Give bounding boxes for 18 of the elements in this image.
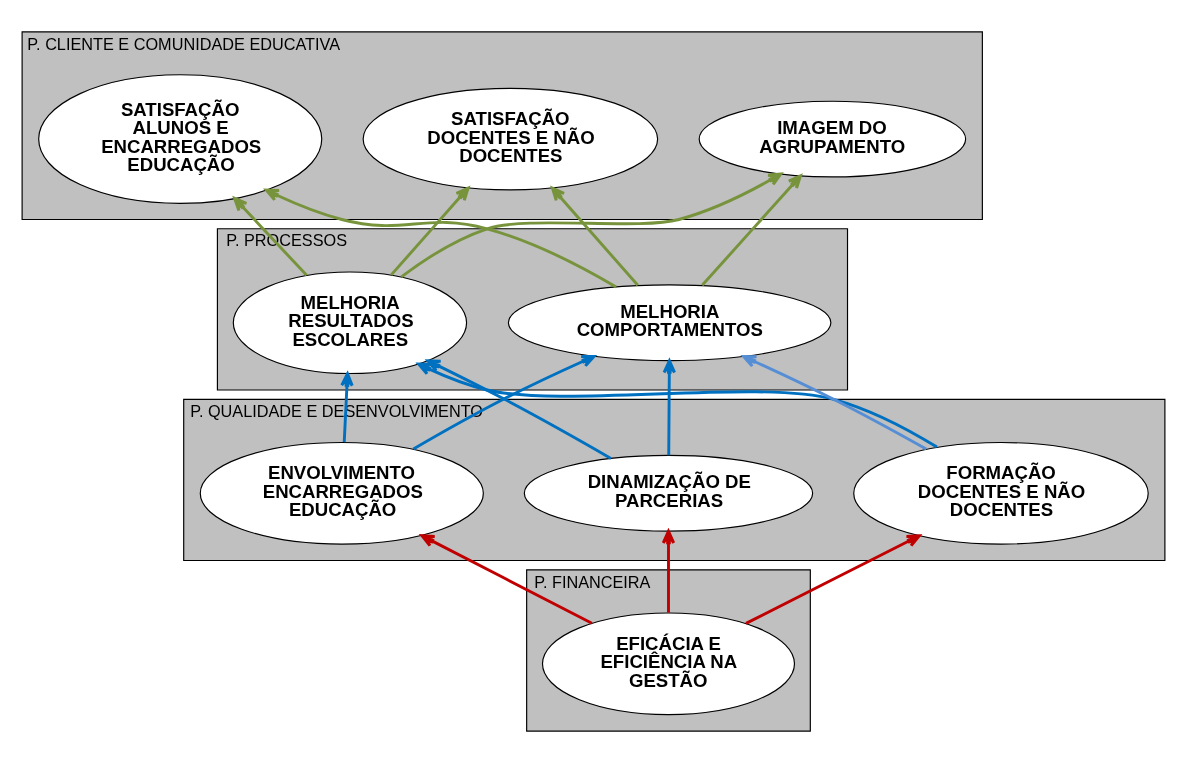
arrow xyxy=(390,186,470,276)
arrow xyxy=(742,354,927,450)
arrow xyxy=(662,358,676,455)
node-ellipse: DINAMIZAÇÃO DE PARCERIAS xyxy=(523,454,814,532)
arrow xyxy=(661,529,676,613)
node-ellipse: IMAGEM DO AGRUPAMENTO xyxy=(698,100,967,177)
arrow xyxy=(264,188,617,288)
arrow xyxy=(745,533,921,625)
node-ellipse: SATISFAÇÃO DOCENTES E NÃO DOCENTES xyxy=(362,87,659,190)
arrow xyxy=(412,354,596,450)
arrow xyxy=(420,533,593,624)
node-ellipse: MELHORIA COMPORTAMENTOS xyxy=(507,283,832,361)
arrow xyxy=(551,186,639,286)
arrow xyxy=(340,371,354,442)
node-ellipse: EFICÁCIA E EFICIÊNCIA NA GESTÃO xyxy=(541,611,796,715)
arrow xyxy=(400,172,783,278)
arrow xyxy=(701,173,802,286)
arrow xyxy=(426,358,612,460)
